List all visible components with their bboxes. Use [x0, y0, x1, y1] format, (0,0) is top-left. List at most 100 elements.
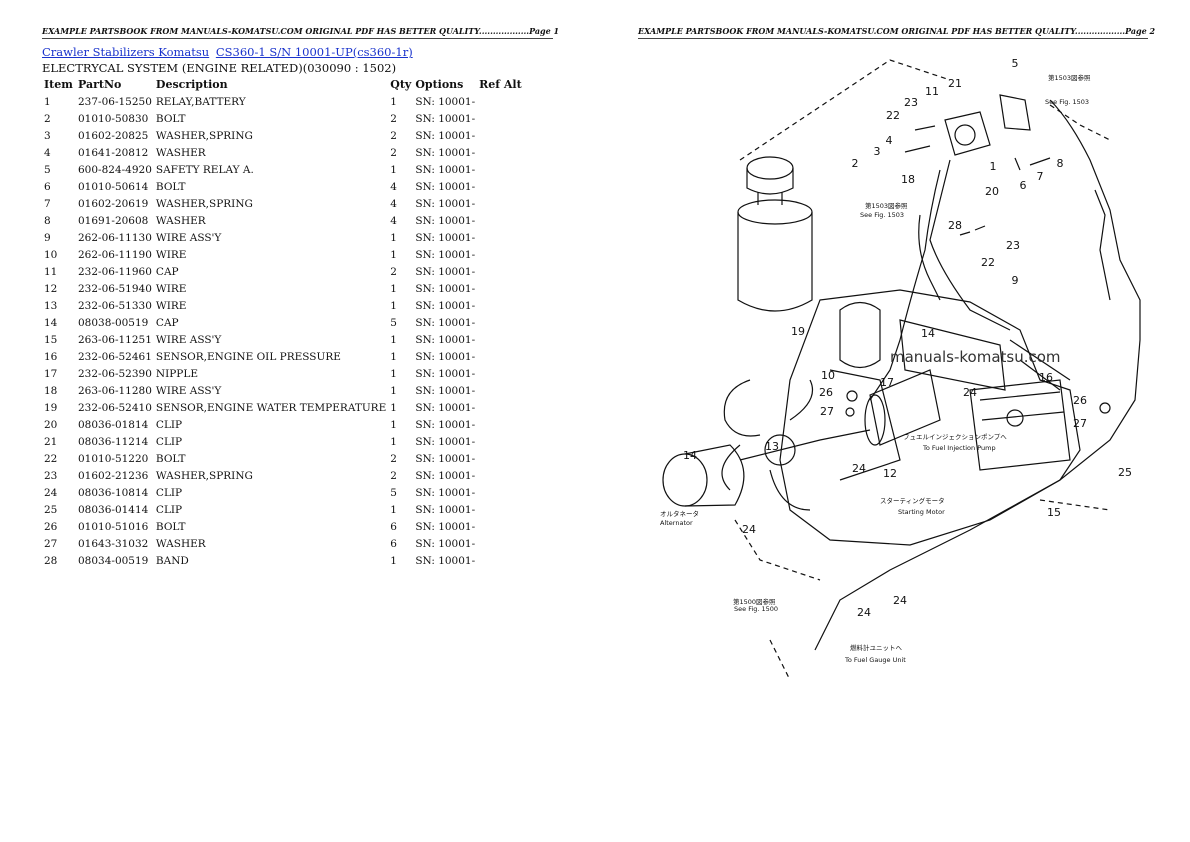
cell-options: SN: 10001-: [415, 469, 476, 482]
cell-description: WIRE ASS'Y: [155, 384, 222, 397]
callout-3: 3: [874, 145, 881, 158]
cell-description: SENSOR,ENGINE OIL PRESSURE: [155, 350, 341, 363]
cell-ref-alt: [477, 161, 527, 178]
cell-options: SN: 10001-: [415, 129, 476, 142]
cell-qty: 1: [390, 384, 397, 397]
column-header-description: Description: [155, 78, 228, 91]
callout-25: 25: [1118, 466, 1132, 479]
cell-partno: 01010-51016: [78, 520, 149, 533]
note-injection: To Fuel Injection Pump: [922, 444, 996, 452]
callout-1: 1: [990, 160, 997, 173]
section-title: ELECTRYCAL SYSTEM (ENGINE RELATED)(03009…: [42, 61, 397, 75]
cell-partno: 01602-20825: [78, 129, 149, 142]
cell-item: 7: [44, 197, 51, 210]
cell-description: WASHER: [155, 146, 206, 159]
note-fig1503-mid-jp: 第1503図参照: [865, 201, 908, 210]
cell-ref-alt: [477, 467, 527, 484]
cell-partno: 01602-21236: [78, 469, 149, 482]
cell-options: SN: 10001-: [415, 146, 476, 159]
cell-ref-alt: [477, 331, 527, 348]
cell-partno: 262-06-11190: [78, 248, 152, 261]
cell-partno: 01010-50614: [78, 180, 149, 193]
note-fig1503-mid: See Fig. 1503: [860, 211, 904, 219]
cell-ref-alt: [477, 382, 527, 399]
cell-ref-alt: [477, 535, 527, 552]
parts-table: Item PartNo Description Qty Options Ref …: [42, 76, 527, 569]
cell-qty: 4: [390, 180, 397, 193]
cell-qty: 1: [390, 282, 397, 295]
cell-qty: 2: [390, 112, 397, 125]
cell-item: 25: [44, 503, 58, 516]
cell-item: 4: [44, 146, 51, 159]
cell-item: 3: [44, 129, 51, 142]
cell-ref-alt: [477, 93, 527, 110]
cell-partno: 263-06-11280: [78, 384, 152, 397]
cell-options: SN: 10001-: [415, 299, 476, 312]
cell-description: BOLT: [155, 112, 186, 125]
cell-options: SN: 10001-: [415, 248, 476, 261]
cell-description: WASHER: [155, 537, 206, 550]
callout-24-mid: 24: [963, 386, 977, 399]
cell-item: 21: [44, 435, 58, 448]
page-header-right: EXAMPLE PARTSBOOK FROM MANUALS-KOMATSU.C…: [638, 26, 1155, 39]
cell-item: 15: [44, 333, 58, 346]
cell-partno: 08034-00519: [78, 554, 149, 567]
cell-qty: 1: [390, 418, 397, 431]
cell-qty: 1: [390, 299, 397, 312]
cell-qty: 1: [390, 401, 397, 414]
callout-2: 2: [852, 157, 859, 170]
cell-qty: 1: [390, 163, 397, 176]
callout-28: 28: [948, 219, 962, 232]
callout-26-left: 26: [819, 386, 833, 399]
cell-item: 23: [44, 469, 58, 482]
cell-qty: 1: [390, 333, 397, 346]
cell-partno: 01602-20619: [78, 197, 149, 210]
cell-options: SN: 10001-: [415, 197, 476, 210]
cell-description: CLIP: [155, 503, 183, 516]
cell-qty: 4: [390, 214, 397, 227]
cell-description: WIRE: [155, 248, 187, 261]
column-header-partno: PartNo: [78, 78, 122, 91]
cell-qty: 1: [390, 435, 397, 448]
cell-ref-alt: [477, 280, 527, 297]
cell-partno: 232-06-52461: [78, 350, 152, 363]
callout-5: 5: [1012, 57, 1019, 70]
breadcrumb: Crawler Stabilizers Komatsu CS360-1 S/N …: [42, 45, 413, 59]
cell-description: NIPPLE: [155, 367, 199, 380]
callout-9: 9: [1012, 274, 1019, 287]
callout-24-left: 24: [742, 523, 756, 536]
cell-options: SN: 10001-: [415, 95, 476, 108]
callout-16: 16: [1039, 371, 1053, 384]
cell-description: CLIP: [155, 418, 183, 431]
cell-ref-alt: [477, 297, 527, 314]
cell-qty: 1: [390, 248, 397, 261]
cell-ref-alt: [477, 365, 527, 382]
cell-partno: 08036-10814: [78, 486, 149, 499]
note-alternator-jp: オルタネータ: [660, 509, 699, 518]
cell-ref-alt: [477, 518, 527, 535]
cell-partno: 232-06-11960: [78, 265, 152, 278]
cell-qty: 1: [390, 231, 397, 244]
callout-18: 18: [901, 173, 915, 186]
breadcrumb-link-model-family[interactable]: Crawler Stabilizers Komatsu: [42, 45, 210, 59]
cell-qty: 2: [390, 452, 397, 465]
cell-item: 27: [44, 537, 58, 550]
breadcrumb-link-serial[interactable]: CS360-1 S/N 10001-UP(cs360-1r): [215, 45, 413, 59]
cell-options: SN: 10001-: [415, 350, 476, 363]
cell-ref-alt: [477, 195, 527, 212]
cell-options: SN: 10001-: [415, 367, 476, 380]
note-alternator: Alternator: [660, 519, 693, 527]
